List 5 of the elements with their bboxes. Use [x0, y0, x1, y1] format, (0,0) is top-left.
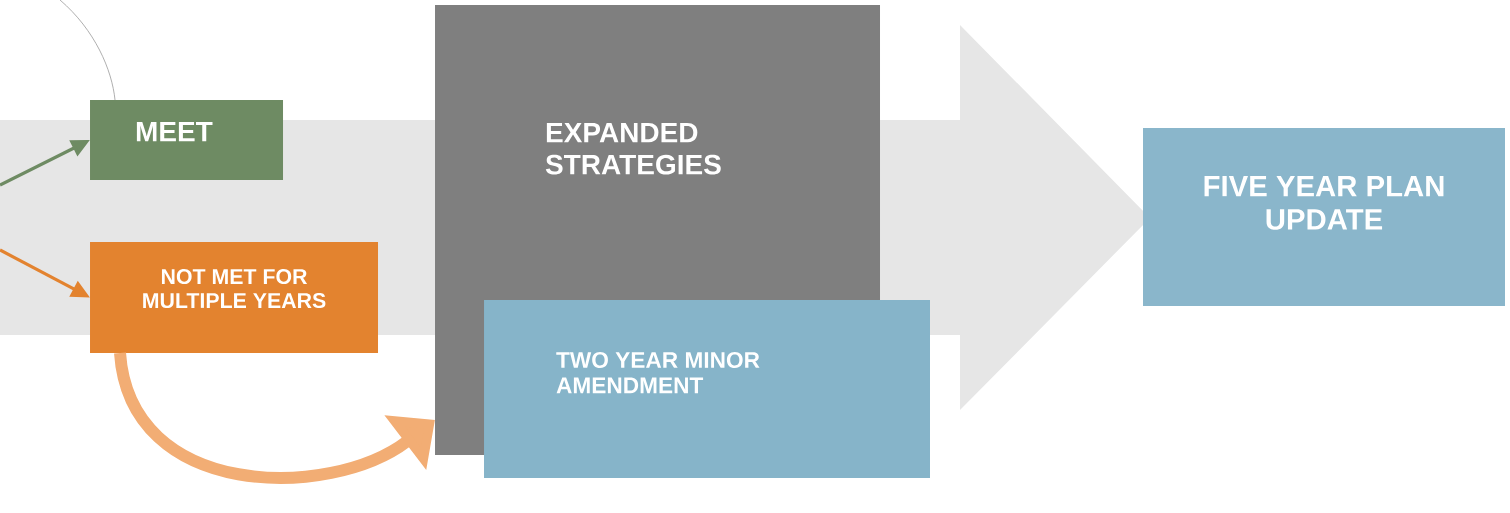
arrow	[114, 351, 435, 484]
process-box: FIVE YEAR PLAN UPDATE	[1143, 128, 1505, 306]
status-box: MEET	[90, 100, 283, 180]
process-box: TWO YEAR MINOR AMENDMENT	[484, 300, 930, 478]
status-box: NOT MET FOR MULTIPLE YEARS	[90, 242, 378, 353]
